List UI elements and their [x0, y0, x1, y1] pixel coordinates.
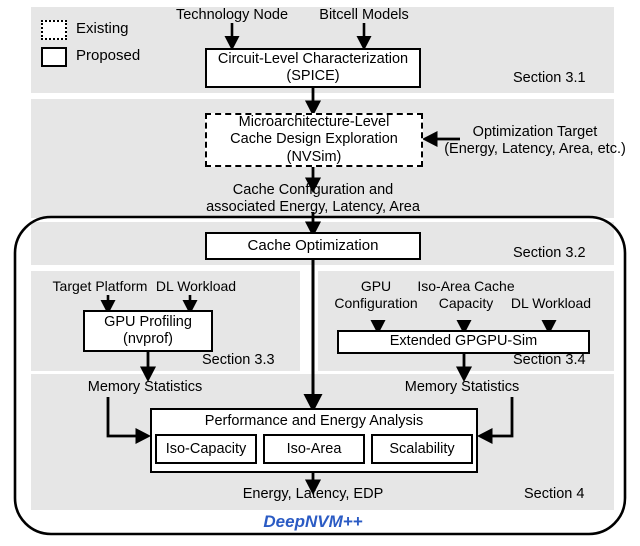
label-cache-configuration-output: Cache Configuration and associated Energ… [206, 182, 420, 216]
iso-area-capacity-line-2: Capacity [438, 294, 494, 311]
box-line-2: (nvprof) [123, 331, 173, 347]
label-energy-latency-edp: Energy, Latency, EDP [242, 486, 384, 502]
label-target-platform: Target Platform [52, 278, 148, 294]
label-memory-statistics-left: Memory Statistics [87, 379, 203, 395]
legend-proposed-swatch [41, 47, 67, 67]
box-line-3: (NVSim) [286, 148, 342, 165]
subbox-iso-capacity[interactable]: Iso-Capacity [155, 434, 257, 465]
gpu-config-line-1: GPU [360, 278, 392, 294]
box-microarchitecture-cache-design-exploration[interactable]: Microarchitecture-Level Cache Design Exp… [205, 113, 423, 167]
section-label-4: Section 4 [524, 486, 585, 502]
box-cache-optimization[interactable]: Cache Optimization [205, 232, 421, 260]
box-line-1: Microarchitecture-Level [238, 114, 390, 131]
section-label-3-3: Section 3.3 [202, 352, 275, 368]
subbox-label: Iso-Area [286, 440, 342, 457]
brand-deepnvmpp: DeepNVM++ [263, 512, 363, 531]
box-line-2: (SPICE) [286, 68, 340, 84]
analysis-title: Performance and Energy Analysis [204, 413, 424, 429]
label-bitcell-models: Bitcell Models [319, 7, 409, 23]
box-performance-energy-analysis[interactable]: Performance and Energy Analysis Iso-Capa… [150, 408, 478, 473]
box-line-2: Cache Design Exploration [230, 131, 398, 148]
box-extended-gpgpu-sim[interactable]: Extended GPGPU-Sim [337, 330, 590, 354]
label-gpu-configuration: GPU Configuration [334, 278, 417, 311]
box-gpu-profiling[interactable]: GPU Profiling (nvprof) [83, 310, 213, 352]
legend-proposed-label: Proposed [76, 47, 141, 64]
section-label-3-1: Section 3.1 [513, 70, 586, 86]
section-label-3-2: Section 3.2 [513, 245, 586, 261]
iso-area-capacity-line-1: Iso-Area Cache [417, 278, 515, 294]
label-iso-area-cache-capacity: Iso-Area Cache Capacity [417, 278, 514, 311]
label-dl-workload-right: DL Workload [510, 295, 592, 311]
subbox-iso-area[interactable]: Iso-Area [263, 434, 365, 465]
label-memory-statistics-right: Memory Statistics [404, 379, 520, 395]
optimization-target-line-2: (Energy, Latency, Area, etc.) [444, 141, 626, 158]
box-label: Cache Optimization [247, 237, 379, 255]
label-dl-workload-left: DL Workload [155, 278, 237, 294]
box-circuit-level-characterization[interactable]: Circuit-Level Characterization (SPICE) [205, 48, 421, 88]
subbox-label: Iso-Capacity [165, 440, 247, 457]
cache-config-line-2: associated Energy, Latency, Area [206, 199, 420, 216]
label-optimization-target: Optimization Target (Energy, Latency, Ar… [444, 124, 626, 158]
legend-existing-swatch [41, 20, 67, 40]
analysis-subbox-row: Iso-Capacity Iso-Area Scalability [155, 434, 473, 465]
legend-existing-label: Existing [76, 20, 129, 37]
optimization-target-line-1: Optimization Target [472, 124, 598, 140]
label-technology-node: Technology Node [175, 7, 289, 23]
box-line-1: GPU Profiling [104, 313, 192, 330]
subbox-label: Scalability [389, 440, 455, 457]
subbox-scalability[interactable]: Scalability [371, 434, 473, 465]
section-label-3-4: Section 3.4 [513, 352, 586, 368]
cache-config-line-1: Cache Configuration and [232, 182, 394, 198]
box-label: Extended GPGPU-Sim [389, 333, 538, 350]
gpu-config-line-2: Configuration [334, 294, 418, 311]
box-line-1: Circuit-Level Characterization [217, 50, 409, 67]
